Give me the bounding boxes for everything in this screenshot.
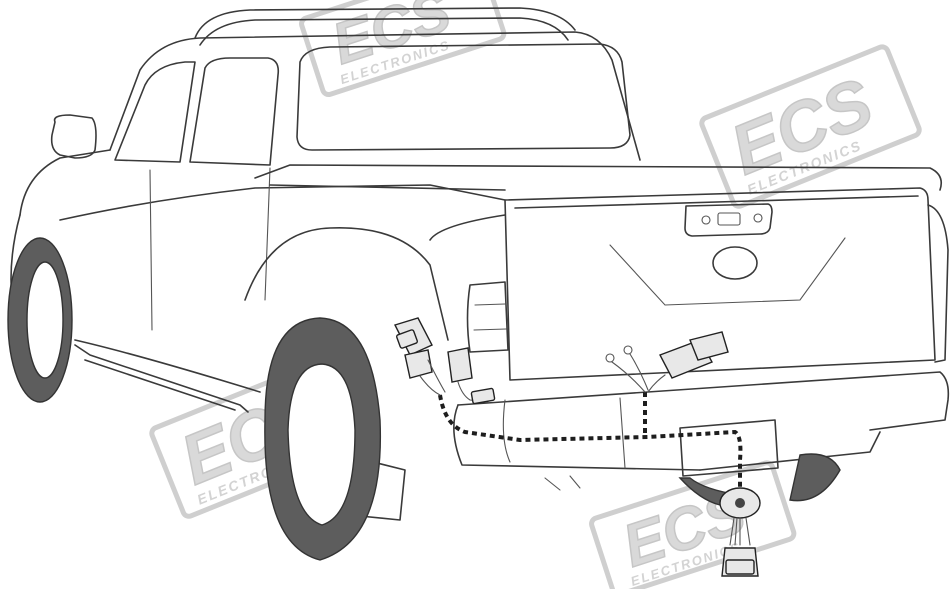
right-plug-connector: [647, 331, 729, 393]
watermark-right: ECS ELECTRONICS: [699, 44, 922, 209]
watermark-top-center: ECS ELECTRONICS: [299, 0, 507, 98]
wiring-harness: [394, 317, 761, 577]
ring-terminals: [605, 345, 649, 393]
front-wheel: [7, 237, 73, 403]
towbar-socket: [719, 487, 761, 577]
rear-wheel: [264, 317, 382, 561]
pickup-truck: [10, 7, 950, 521]
left-socket-connector: [447, 347, 496, 405]
left-plug-connector: [394, 317, 446, 396]
right-rear-wheel: [678, 453, 841, 506]
